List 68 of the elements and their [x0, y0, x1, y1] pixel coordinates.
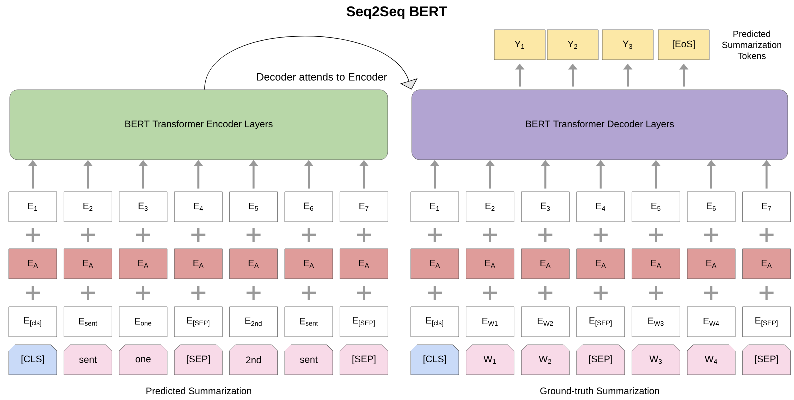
embedding-box: E$_{7}$ [340, 192, 388, 222]
embedding-box: E$_{[SEP]}$ [340, 306, 388, 338]
decoder-box: BERT Transformer Decoder Layers [412, 90, 788, 160]
input-token-tab: [SEP] [174, 344, 223, 376]
embedding-box: E$_{3}$ [521, 192, 570, 222]
input-token-tab: [SEP] [340, 344, 388, 376]
segment-embedding-box: E$_{A}$ [340, 248, 388, 280]
input-token-tab: one [119, 344, 168, 376]
embedding-box: E$_{sent}$ [284, 306, 334, 338]
segment-embedding-box: E$_{A}$ [8, 248, 58, 280]
embedding-box: E$_{one}$ [119, 306, 168, 338]
embedding-box: E$_{[cls]}$ [410, 306, 460, 338]
embedding-box: E$_{2}$ [64, 192, 112, 222]
embedding-box: E$_{W4}$ [687, 306, 736, 338]
input-token-tab: W$_{4}$ [687, 344, 736, 376]
embedding-box: E$_{4}$ [174, 192, 223, 222]
embedding-box: E$_{W3}$ [632, 306, 680, 338]
embedding-box: E$_{4}$ [576, 192, 626, 222]
embedding-box: E$_{6}$ [284, 192, 334, 222]
embedding-box: E$_{sent}$ [64, 306, 112, 338]
segment-embedding-box: E$_{A}$ [284, 248, 334, 280]
input-token-tab: W$_{2}$ [521, 344, 570, 376]
caption: Predicted Summarization Tokens [722, 30, 782, 60]
edge-label: Decoder attends to Encoder [258, 73, 388, 81]
segment-embedding-box: E$_{A}$ [521, 248, 570, 280]
embedding-box: E$_{6}$ [687, 192, 736, 222]
input-token-tab: W$_{1}$ [466, 344, 514, 376]
embedding-box: E$_{5}$ [230, 192, 278, 222]
input-token-tab: 2nd [230, 344, 278, 376]
embedding-box: E$_{3}$ [119, 192, 168, 222]
encoder-box: BERT Transformer Encoder Layers [10, 90, 388, 160]
embedding-box: E$_{5}$ [632, 192, 680, 222]
input-token-tab: sent [284, 344, 334, 376]
output-token-box: Y$_{1}$ [494, 30, 546, 60]
caption: Ground-truth Summarization [540, 388, 660, 394]
output-token-box: [EoS] [658, 30, 710, 60]
embedding-box: E$_{7}$ [742, 192, 791, 222]
segment-embedding-box: E$_{A}$ [576, 248, 626, 280]
segment-embedding-box: E$_{A}$ [742, 248, 791, 280]
input-token-tab: W$_{3}$ [632, 344, 680, 376]
embedding-box: E$_{[SEP]}$ [742, 306, 791, 338]
segment-embedding-box: E$_{A}$ [687, 248, 736, 280]
segment-embedding-box: E$_{A}$ [466, 248, 514, 280]
title: Seq2Seq BERT [346, 6, 448, 20]
embedding-box: E$_{1}$ [8, 192, 58, 222]
embedding-box: E$_{1}$ [410, 192, 460, 222]
segment-embedding-box: E$_{A}$ [230, 248, 278, 280]
embedding-box: E$_{2}$ [466, 192, 514, 222]
input-token-tab: [SEP] [742, 344, 791, 376]
input-token-tab: [CLS] [410, 344, 460, 376]
embedding-box: E$_{W2}$ [521, 306, 570, 338]
caption: Predicted Summarization [146, 388, 252, 394]
segment-embedding-box: E$_{A}$ [632, 248, 680, 280]
embedding-box: E$_{[cls]}$ [8, 306, 58, 338]
arc-arrow [204, 36, 418, 90]
output-token-box: Y$_{3}$ [602, 30, 654, 60]
embedding-box: E$_{[SEP]}$ [576, 306, 626, 338]
input-token-tab: sent [64, 344, 112, 376]
segment-embedding-box: E$_{A}$ [119, 248, 168, 280]
segment-embedding-box: E$_{A}$ [410, 248, 460, 280]
embedding-box: E$_{W1}$ [466, 306, 514, 338]
input-token-tab: [SEP] [576, 344, 626, 376]
embedding-box: E$_{[SEP]}$ [174, 306, 223, 338]
output-token-box: Y$_{2}$ [547, 30, 599, 60]
segment-embedding-box: E$_{A}$ [174, 248, 223, 280]
input-token-tab: [CLS] [8, 344, 58, 376]
segment-embedding-box: E$_{A}$ [64, 248, 112, 280]
embedding-box: E$_{2nd}$ [230, 306, 278, 338]
